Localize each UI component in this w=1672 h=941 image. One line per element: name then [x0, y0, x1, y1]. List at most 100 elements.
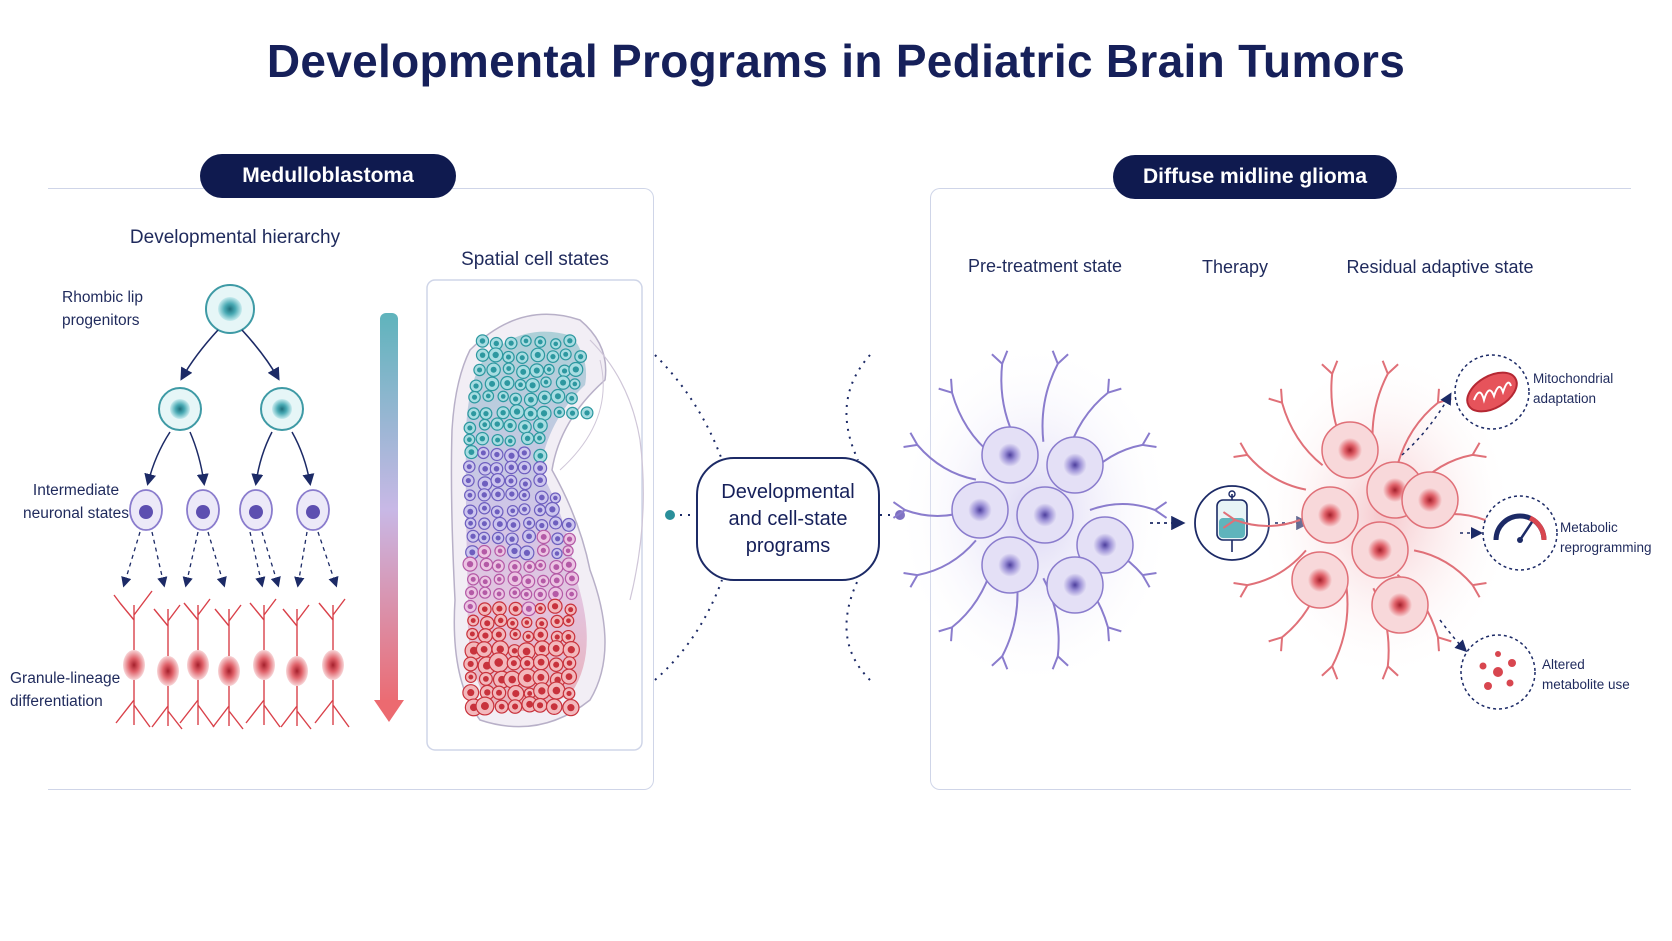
- tissue-nucleus: [498, 703, 505, 710]
- tissue-nucleus: [481, 492, 487, 498]
- progenitor-cell-icon: [158, 387, 202, 431]
- adaptation-arrows: [1401, 392, 1483, 653]
- tissue-nucleus: [513, 396, 519, 402]
- tissue-nucleus: [538, 645, 546, 653]
- tissue-nucleus: [481, 480, 489, 487]
- tissue-nucleus: [521, 450, 527, 456]
- cell-process: [1233, 442, 1307, 491]
- tissue-nucleus: [584, 410, 590, 416]
- tumor-nucleus: [1318, 503, 1342, 527]
- tissue-nucleus: [511, 648, 518, 654]
- tumor-nucleus: [1063, 453, 1087, 477]
- tissue-nucleus: [493, 340, 500, 347]
- residual-title: Residual adaptive state: [1346, 257, 1534, 277]
- tissue-nucleus: [522, 647, 531, 656]
- tissue-nucleus: [565, 634, 572, 640]
- tissue-nucleus: [537, 673, 545, 681]
- tissue-nucleus: [481, 548, 488, 555]
- tissue-nucleus: [553, 564, 560, 571]
- tissue-nucleus: [527, 564, 533, 570]
- tissue-nucleus: [468, 449, 475, 456]
- cell-process: [903, 432, 977, 481]
- tissue-nucleus: [509, 536, 515, 542]
- tissue-nucleus: [511, 547, 518, 555]
- tissue-nucleus: [471, 411, 477, 417]
- gauge-icon: [1482, 495, 1558, 571]
- tissue-nucleus: [482, 632, 489, 639]
- tissue-nucleus: [538, 606, 543, 611]
- spatial-title: Spatial cell states: [461, 249, 609, 270]
- tissue-nucleus: [473, 383, 479, 389]
- tissue-nucleus: [569, 410, 576, 416]
- tumor-nucleus: [1368, 538, 1392, 562]
- tissue-nucleus: [565, 548, 571, 553]
- tissue-nucleus: [565, 561, 572, 568]
- tissue-nucleus: [496, 605, 503, 612]
- teal-node: [665, 510, 675, 520]
- tissue-nucleus: [482, 466, 488, 472]
- gradient-arrow: [374, 313, 404, 722]
- tissue-nucleus: [483, 676, 489, 682]
- tissue-nucleus: [537, 658, 545, 666]
- center-programs-box: Developmental and cell-state programs: [696, 457, 880, 581]
- tissue-nucleus: [466, 560, 474, 568]
- tissue-nucleus: [494, 477, 501, 484]
- tissue-nucleus: [508, 452, 515, 459]
- tissue-nucleus: [469, 631, 475, 637]
- tissue-nucleus: [553, 661, 560, 668]
- tissue-nucleus: [510, 522, 517, 528]
- tissue-nucleus: [484, 620, 491, 627]
- tissue-nucleus: [471, 394, 478, 400]
- cell-process: [903, 539, 977, 588]
- tissue-nucleus: [568, 607, 574, 613]
- neuron-icon: [280, 604, 312, 730]
- tissue-nucleus: [543, 379, 549, 385]
- tumor-nucleus: [1338, 438, 1362, 462]
- tissue-nucleus: [481, 521, 487, 527]
- tissue-nucleus: [569, 591, 575, 597]
- tissue-nucleus: [482, 579, 488, 585]
- tissue-nucleus: [555, 536, 561, 542]
- metabolic-label: Metabolic reprogramming: [1560, 520, 1652, 555]
- tumor-nucleus: [1093, 533, 1117, 557]
- tissue-nucleus: [496, 591, 502, 597]
- tissue-nucleus: [496, 689, 503, 696]
- intermediate-label: Intermediate neuronal states: [23, 482, 129, 522]
- tissue-nucleus: [480, 645, 488, 653]
- progenitor-cell-icon: [205, 284, 255, 334]
- tissue-nucleus: [467, 689, 475, 697]
- tissue-nucleus: [468, 589, 475, 596]
- tissue-nucleus: [522, 481, 528, 487]
- tissue-nucleus: [495, 491, 501, 498]
- tissue-nucleus: [537, 435, 543, 441]
- tissue-nucleus: [538, 563, 543, 568]
- tissue-nucleus: [482, 590, 488, 596]
- tumor-nucleus: [1388, 593, 1412, 617]
- tissue-nucleus: [524, 435, 531, 442]
- tissue-nucleus: [480, 702, 489, 711]
- tissue-nucleus: [552, 590, 559, 598]
- tissue-nucleus: [495, 535, 501, 541]
- tissue-nucleus: [540, 410, 548, 417]
- tissue-nucleus: [536, 702, 544, 709]
- tissue-nucleus: [500, 410, 506, 416]
- tissue-nucleus: [467, 492, 473, 498]
- tissue-nucleus: [526, 520, 532, 526]
- medulloblastoma-heading: Medulloblastoma: [200, 154, 456, 198]
- cell-process: [1041, 350, 1069, 442]
- tissue-nucleus: [518, 382, 523, 388]
- mitochondrion-icon: [1454, 354, 1530, 430]
- tissue-nucleus: [469, 646, 478, 655]
- tissue-nucleus: [480, 450, 486, 456]
- cell-process: [1222, 511, 1301, 529]
- tissue-nucleus: [560, 379, 567, 386]
- tissue-nucleus: [481, 535, 487, 541]
- tissue-nucleus: [567, 646, 575, 654]
- tissue-nucleus: [539, 522, 545, 529]
- tissue-nucleus: [496, 645, 504, 653]
- tissue-nucleus: [507, 438, 513, 444]
- tissue-nucleus: [512, 703, 519, 710]
- tissue-nucleus: [509, 491, 515, 497]
- neuron-icon: [179, 598, 215, 728]
